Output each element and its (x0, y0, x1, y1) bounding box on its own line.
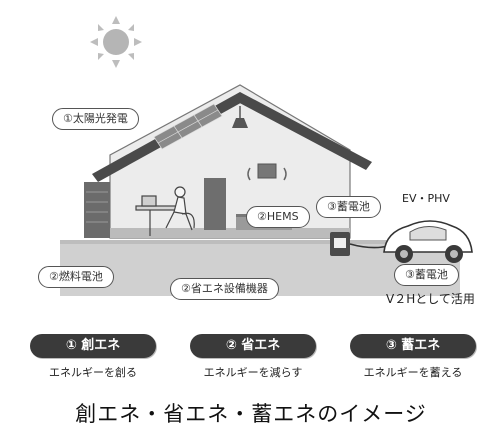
hems-monitor-icon (247, 163, 287, 181)
pillar-save-subtitle: エネルギーを減らす (203, 366, 303, 379)
label-equipment: ②省エネ設備機器 (170, 278, 279, 300)
label-storage-car: ③蓄電池 (394, 264, 459, 286)
caption: 創エネ・省エネ・蓄エネのイメージ (75, 402, 427, 426)
car-icon (383, 220, 473, 263)
pillar-save-title: ② 省エネ (190, 334, 316, 358)
pillar-store-title: ③ 蓄エネ (350, 334, 476, 358)
pillar-create-title: ① 創エネ (30, 334, 156, 358)
fuel-cell-unit (84, 182, 110, 238)
solar-panel (153, 103, 223, 150)
pillar-create-subtitle: エネルギーを創る (49, 366, 137, 379)
label-hems: ②HEMS (246, 206, 310, 228)
person-icon (135, 186, 195, 236)
door (204, 178, 226, 230)
pillar-store-subtitle: エネルギーを蓄える (363, 366, 463, 379)
roof (92, 92, 372, 182)
label-v2h: V２Hとして活用 (386, 292, 475, 306)
label-fuel-cell: ②燃料電池 (38, 266, 114, 288)
sun-icon (90, 16, 142, 68)
label-storage-house: ③蓄電池 (316, 196, 381, 218)
lamp-icon (232, 118, 248, 128)
battery-icon (330, 232, 350, 256)
label-solar: ①太陽光発電 (52, 108, 139, 130)
label-ev: EV・PHV (402, 192, 450, 205)
